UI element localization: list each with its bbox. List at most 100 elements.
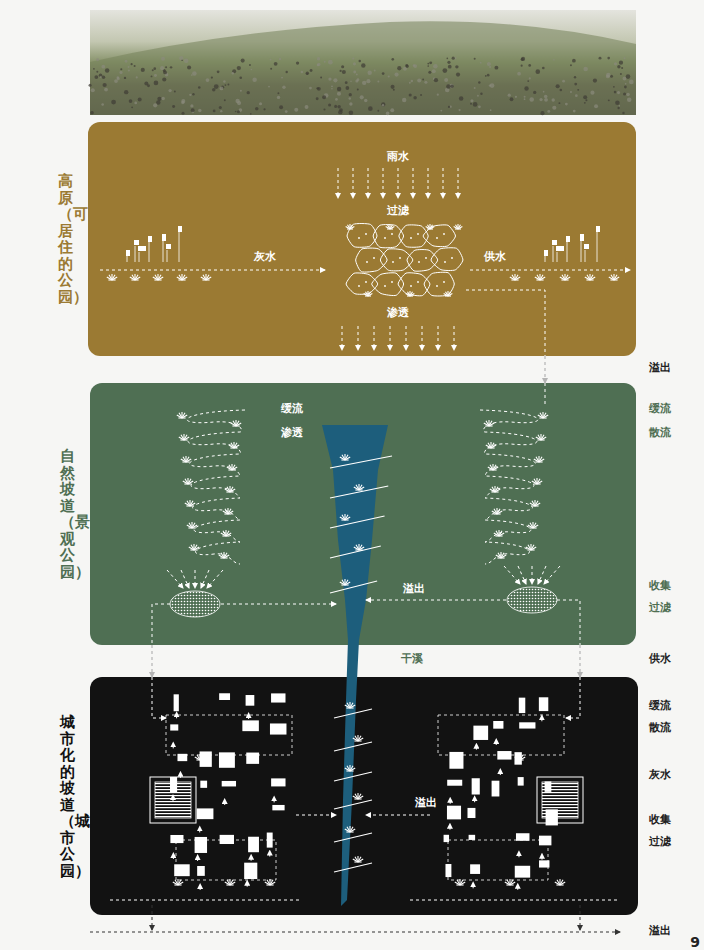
shrub bbox=[151, 75, 153, 77]
dashed-flow bbox=[545, 383, 546, 404]
shrub bbox=[432, 69, 436, 73]
shrub bbox=[622, 112, 624, 114]
building bbox=[447, 806, 461, 820]
flow-label: 供水 bbox=[483, 250, 507, 263]
shrub bbox=[128, 66, 130, 68]
dashed-flow bbox=[450, 798, 451, 804]
stone bbox=[398, 273, 430, 296]
shrub bbox=[99, 74, 103, 78]
shrub bbox=[393, 89, 395, 91]
shrub bbox=[181, 99, 185, 103]
plant-symbol bbox=[183, 478, 193, 484]
dashed-flow bbox=[374, 326, 375, 350]
shrub bbox=[294, 108, 298, 112]
drawing bbox=[90, 168, 630, 932]
stone bbox=[424, 272, 454, 296]
shrub bbox=[583, 95, 587, 99]
slope-band: 城市化的坡道（城市公园） bbox=[90, 677, 638, 915]
dashed-flow bbox=[518, 566, 526, 584]
shrub bbox=[627, 98, 632, 103]
shrub bbox=[198, 86, 201, 89]
shrub bbox=[317, 64, 319, 66]
weir-line bbox=[330, 546, 381, 558]
building bbox=[519, 722, 535, 728]
shrub bbox=[141, 68, 145, 72]
shrub bbox=[448, 65, 452, 69]
shrub bbox=[613, 86, 615, 88]
shrub bbox=[105, 68, 110, 73]
building bbox=[242, 720, 258, 731]
shrub bbox=[524, 96, 526, 98]
weir-line bbox=[330, 456, 392, 468]
shrub bbox=[615, 100, 620, 105]
shrub bbox=[160, 66, 164, 70]
shrub bbox=[310, 69, 313, 72]
dashed-flow bbox=[296, 815, 336, 816]
dashed-flow bbox=[200, 884, 201, 890]
building bbox=[170, 724, 178, 730]
house-stem bbox=[149, 242, 150, 262]
shrub bbox=[473, 102, 478, 107]
house bbox=[162, 234, 166, 241]
plant-symbol bbox=[455, 879, 465, 885]
stone-dot bbox=[436, 285, 438, 287]
shrub bbox=[213, 110, 216, 113]
dashed-flow bbox=[269, 851, 270, 857]
shrub bbox=[323, 108, 325, 110]
plant-symbol bbox=[534, 456, 544, 462]
shrub bbox=[402, 98, 407, 103]
weir-line bbox=[334, 800, 372, 809]
shrub bbox=[282, 86, 285, 89]
shrub bbox=[157, 97, 161, 101]
shrub bbox=[189, 94, 191, 96]
stone-dot bbox=[391, 281, 393, 283]
flow-label: 渗透 bbox=[386, 306, 410, 319]
band-grounds bbox=[88, 122, 638, 915]
shrub bbox=[184, 59, 189, 64]
plant-symbol bbox=[340, 454, 350, 460]
stone bbox=[356, 248, 387, 272]
shrub bbox=[251, 69, 253, 71]
dashed-flow bbox=[207, 570, 223, 588]
shrub bbox=[187, 66, 191, 70]
house-stem bbox=[167, 250, 168, 262]
shrub bbox=[619, 61, 623, 65]
collection-basin bbox=[170, 591, 220, 617]
shrub bbox=[102, 76, 105, 79]
stone-dot bbox=[436, 237, 438, 239]
shrub bbox=[446, 84, 450, 88]
shrub bbox=[309, 87, 312, 90]
plant-symbol bbox=[353, 856, 363, 862]
building bbox=[473, 726, 488, 740]
dashed-flow bbox=[224, 799, 225, 805]
shrub bbox=[224, 84, 226, 86]
flow-label: 溢出 bbox=[414, 796, 438, 809]
building bbox=[469, 835, 476, 840]
building bbox=[170, 835, 183, 843]
shrub bbox=[168, 89, 171, 92]
plant-symbol bbox=[353, 793, 363, 799]
building bbox=[539, 697, 548, 711]
shrub bbox=[131, 106, 133, 108]
shrub bbox=[328, 77, 331, 80]
dashed-flow bbox=[476, 744, 477, 750]
shrub bbox=[116, 76, 119, 79]
shrub bbox=[574, 76, 576, 78]
shrub bbox=[198, 109, 201, 112]
flow-label: 散流 bbox=[648, 426, 672, 439]
plant-symbol bbox=[354, 484, 364, 490]
plant-symbol bbox=[185, 500, 195, 506]
shrub bbox=[220, 110, 222, 112]
shrub bbox=[489, 66, 491, 68]
shrub bbox=[331, 88, 333, 90]
shrub bbox=[255, 107, 259, 111]
shrub bbox=[607, 57, 610, 60]
dashed-flow bbox=[181, 570, 189, 588]
band-title: 高原（可居住的公园） bbox=[58, 173, 73, 305]
plant-symbol bbox=[538, 412, 548, 418]
building bbox=[222, 781, 236, 787]
stone-dot bbox=[417, 281, 419, 283]
shrub bbox=[547, 110, 550, 113]
shrub bbox=[364, 99, 367, 102]
dashed-flow bbox=[342, 326, 343, 350]
